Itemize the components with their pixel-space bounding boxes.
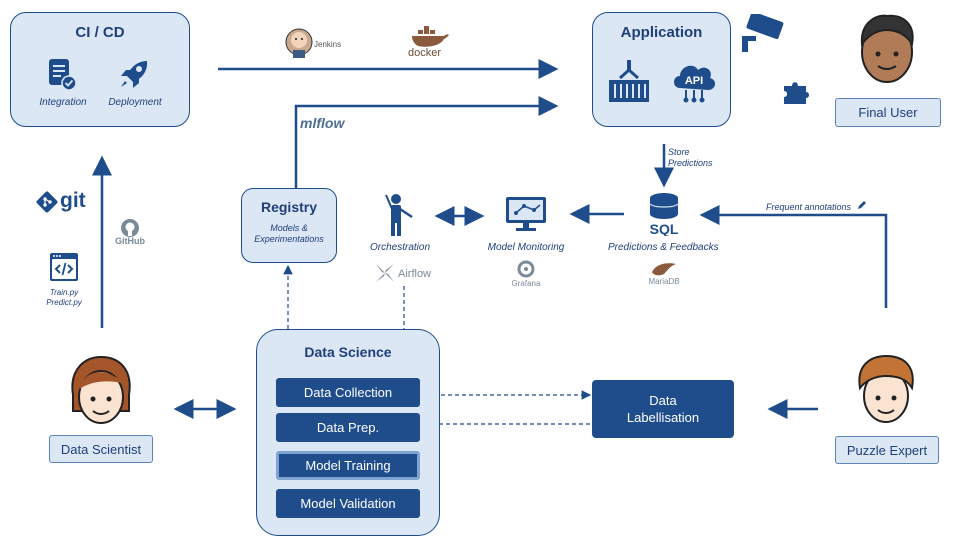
airflow-label: Airflow: [398, 268, 432, 280]
docker-label: docker: [408, 47, 442, 59]
container-crane-icon: [609, 60, 649, 102]
github-icon: [121, 219, 139, 237]
mlflow-label: mlflow: [300, 115, 345, 131]
rocket-icon: [121, 61, 148, 88]
data-labellisation-label-2: Labellisation: [626, 410, 700, 425]
registry-title: Registry: [260, 199, 318, 215]
predictions-feedbacks-label: Predictions & Feedbacks: [608, 242, 719, 253]
final-user-avatar: [860, 14, 914, 83]
application-title: Application: [620, 24, 703, 41]
script-train: Train.py: [49, 288, 79, 297]
sql-label: SQL: [650, 221, 679, 236]
grafana-label: Grafana: [511, 279, 541, 288]
git-icon: [36, 191, 58, 213]
registry-box: [241, 188, 337, 263]
camera-icon: [742, 14, 784, 52]
step-data-prep: Data Prep.: [276, 413, 420, 442]
mariadb-label: MariaDB: [648, 277, 680, 286]
airflow-icon: [376, 264, 394, 282]
arrow-frequent-annotations: [699, 205, 888, 308]
deployment-label: Deployment: [108, 97, 162, 108]
puzzle-expert-avatar: [858, 354, 914, 423]
mariadb-icon: [652, 263, 676, 276]
sql-database-icon: SQL: [649, 193, 679, 236]
step-model-validation: Model Validation: [276, 489, 420, 518]
data-labellisation-box: [592, 380, 734, 438]
model-monitoring-label: Model Monitoring: [487, 242, 565, 253]
docker-icon: [412, 26, 449, 47]
cicd-box: [10, 12, 190, 127]
data-scientist-label: Data Scientist: [49, 435, 153, 463]
orchestration-label: Orchestration: [369, 242, 431, 253]
jenkins-icon: [285, 28, 313, 58]
step-model-training: Model Training: [276, 451, 420, 480]
github-label: GitHub: [115, 236, 145, 246]
integration-label: Integration: [39, 97, 87, 108]
data-labellisation-label-1: Data: [649, 393, 677, 408]
puzzle-expert-label: Puzzle Expert: [835, 436, 939, 464]
cicd-title: CI / CD: [75, 24, 125, 41]
store-predictions-label-2: Predictions: [668, 158, 713, 168]
monitoring-icon: [506, 197, 546, 231]
api-cloud-icon: API: [674, 65, 716, 103]
jenkins-label: Jenkins: [314, 40, 342, 49]
data-scientist-avatar: [71, 355, 131, 424]
integration-icon: [49, 59, 77, 91]
api-label: API: [685, 75, 703, 87]
step-data-collection: Data Collection: [276, 378, 420, 407]
script-predict: Predict.py: [46, 298, 82, 307]
git-label: git: [60, 189, 86, 212]
frequent-annotations-label: Frequent annotations: [766, 202, 852, 212]
arrow-registry-to-application: [294, 96, 559, 188]
final-user-label: Final User: [835, 98, 941, 127]
orchestration-icon: [385, 194, 413, 236]
puzzle-piece-icon: [784, 82, 809, 104]
code-window-icon: [50, 253, 78, 281]
grafana-icon: [517, 260, 535, 278]
registry-subtitle-2: Experimentations: [254, 234, 324, 244]
registry-subtitle-1: Models &: [270, 223, 308, 233]
pencil-icon: [858, 201, 866, 209]
data-science-title: Data Science: [304, 344, 392, 360]
store-predictions-label-1: Store: [668, 147, 690, 157]
